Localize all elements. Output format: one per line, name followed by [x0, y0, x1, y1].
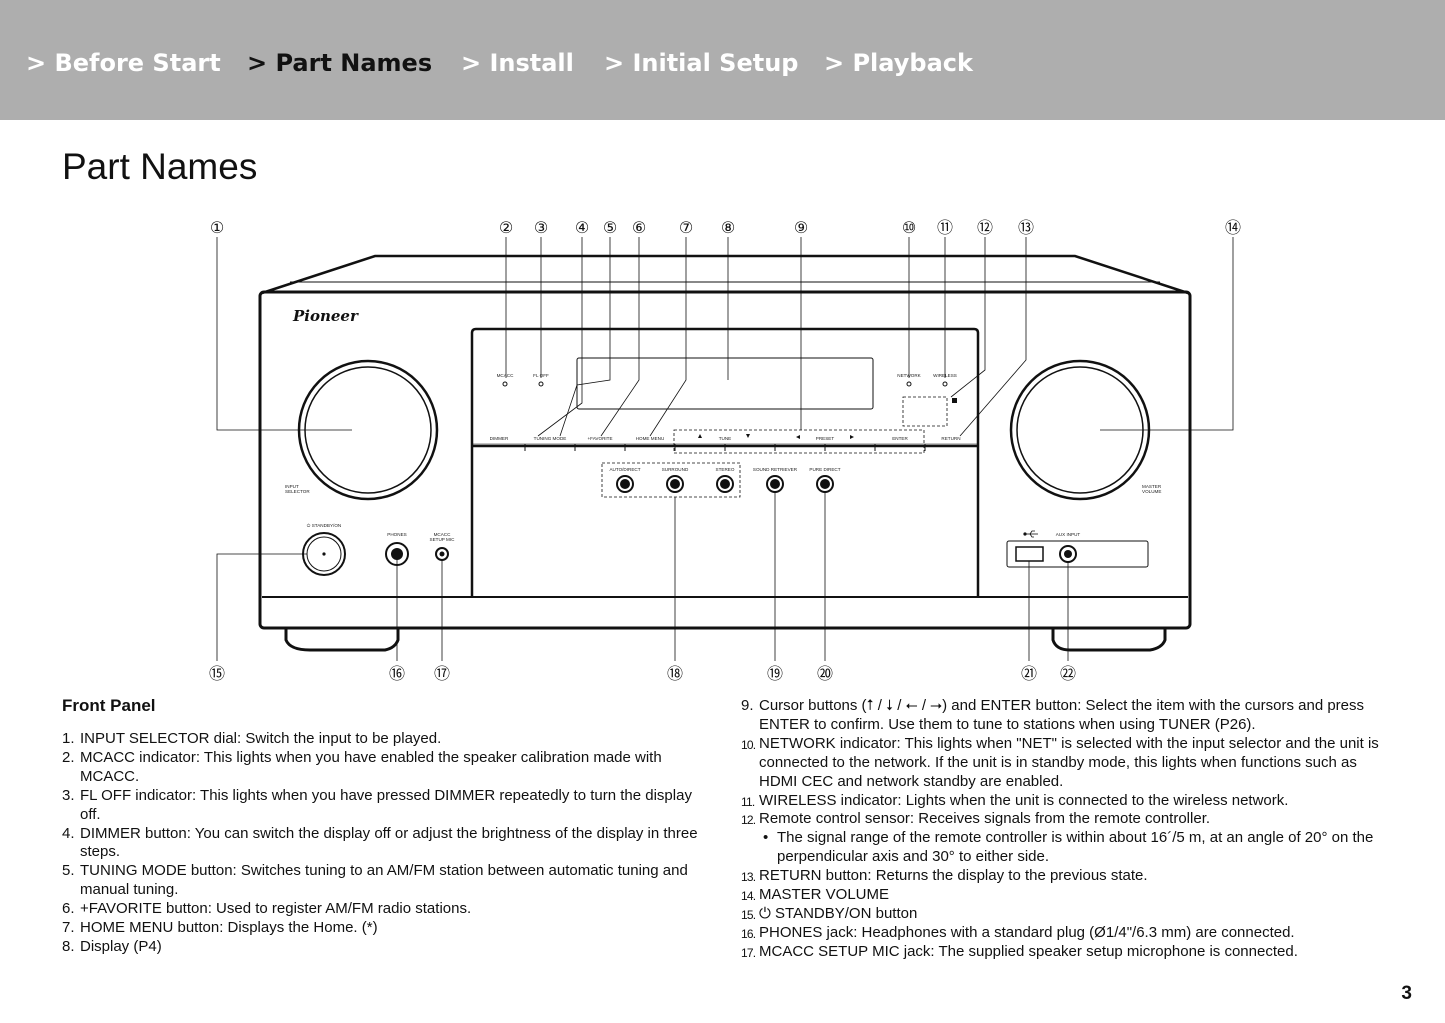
nav-install[interactable]: > Install — [461, 49, 574, 77]
label-sound-retriever: SOUND RETRIEVER — [753, 467, 798, 472]
callout-5: ⑤ — [603, 218, 617, 237]
label-input-selector-2: SELECTOR — [285, 489, 310, 494]
list-item: 14.MASTER VOLUME — [741, 886, 890, 904]
label-standby-on: ⏻ STANDBY/ON — [307, 523, 341, 528]
label-aux-input: AUX INPUT — [1056, 532, 1081, 537]
label-home-menu: HOME MENU — [636, 436, 665, 441]
callout-20: ⑳ — [817, 664, 833, 683]
front-panel-diagram: Pioneer ① ② ③ ④ ⑤ ⑥ ⑦ ⑧ ⑨ ⑩ ⑪ ⑫ ⑬ ⑭ ⑮ ⑯ … — [209, 218, 1241, 683]
list-item: 9.Cursor buttons (⭡ / ⭣ / ⭠ / ⭢) and ENT… — [741, 697, 1365, 733]
list-item: 5.TUNING MODE button: Switches tuning to… — [62, 862, 688, 899]
label-fl-off: FL OFF — [533, 373, 549, 378]
callout-16: ⑯ — [389, 664, 405, 683]
label-mcacc-mic-1: MCACC — [434, 532, 452, 537]
callout-21: ㉑ — [1021, 664, 1037, 683]
nav-before-start[interactable]: > Before Start — [26, 49, 221, 77]
callout-17: ⑰ — [434, 664, 450, 683]
list-item: 1.INPUT SELECTOR dial: Switch the input … — [62, 730, 442, 747]
label-mcacc: MCACC — [497, 373, 515, 378]
callout-19: ⑲ — [767, 664, 783, 683]
top-navigation-bar: > Before Start > Part Names > Install > … — [0, 0, 1445, 120]
label-phones: PHONES — [387, 532, 406, 537]
nav-playback[interactable]: > Playback — [824, 49, 973, 77]
label-enter: ENTER — [892, 436, 908, 441]
remote-range-note: The signal range of the remote controlle… — [759, 829, 1386, 867]
callout-15: ⑮ — [209, 664, 225, 683]
front-panel-list-left: 1.INPUT SELECTOR dial: Switch the input … — [62, 730, 702, 957]
label-mcacc-mic-2: SETUP MIC — [430, 537, 456, 542]
list-item: 17.MCACC SETUP MIC jack: The supplied sp… — [741, 942, 1298, 960]
list-item: 10.NETWORK indicator: This lights when "… — [741, 734, 1379, 790]
label-tuning-mode: TUNING MODE — [534, 436, 567, 441]
label-preset: PRESET — [816, 436, 835, 441]
callout-13: ⑬ — [1018, 218, 1034, 237]
callout-1: ① — [210, 218, 224, 237]
list-item: 3.FL OFF indicator: This lights when you… — [62, 786, 692, 823]
list-item: 7.HOME MENU button: Displays the Home. (… — [62, 919, 378, 937]
callout-3: ③ — [534, 218, 548, 237]
callout-22: ㉒ — [1060, 664, 1076, 683]
callout-11: ⑪ — [937, 218, 953, 237]
page-title: Part Names — [62, 146, 258, 187]
label-pure-direct: PURE DIRECT — [809, 467, 840, 472]
list-item: 6.+FAVORITE button: Used to register AM/… — [62, 900, 472, 918]
list-item: 8.Display (P4) — [62, 937, 162, 955]
label-return: RETURN — [941, 436, 960, 441]
section-heading-front-panel: Front Panel — [62, 696, 156, 715]
callout-9: ⑨ — [794, 218, 808, 237]
list-item: 4.DIMMER button: You can switch the disp… — [62, 824, 698, 861]
label-dimmer: DIMMER — [490, 436, 509, 441]
callout-8: ⑧ — [721, 218, 735, 237]
callout-2: ② — [499, 218, 513, 237]
brand-logo: Pioneer — [292, 307, 359, 325]
nav-initial-setup[interactable]: > Initial Setup — [604, 49, 799, 77]
front-panel-list-right: 9.Cursor buttons (⭡ / ⭣ / ⭠ / ⭢) and ENT… — [741, 697, 1386, 962]
label-surround: SURROUND — [662, 467, 689, 472]
cursor-arrow-icons — [698, 434, 854, 439]
label-stereo: STEREO — [716, 467, 735, 472]
label-master-volume-2: VOLUME — [1142, 489, 1161, 494]
label-favorite: +FAVORITE — [587, 436, 612, 441]
callout-12: ⑫ — [977, 218, 993, 237]
usb-icon — [1023, 530, 1038, 538]
list-item: 16.PHONES jack: Headphones with a standa… — [741, 923, 1295, 941]
label-input-selector-1: INPUT — [285, 484, 299, 489]
nav-part-names[interactable]: > Part Names — [247, 49, 433, 77]
label-auto-direct: AUTO/DIRECT — [609, 467, 640, 472]
callout-7: ⑦ — [679, 218, 693, 237]
list-item: 11.WIRELESS indicator: Lights when the u… — [741, 791, 1289, 809]
label-network: NETWORK — [897, 373, 921, 378]
list-item: 13.RETURN button: Returns the display to… — [741, 867, 1148, 885]
label-tune: TUNE — [719, 436, 732, 441]
callout-10: ⑩ — [902, 218, 916, 237]
list-item: 12.Remote control sensor: Receives signa… — [741, 810, 1386, 867]
page-number: 3 — [1401, 983, 1412, 1004]
label-wireless: WIRELESS — [933, 373, 957, 378]
list-item: 2.MCACC indicator: This lights when you … — [62, 748, 662, 785]
callout-14: ⑭ — [1225, 218, 1241, 237]
callout-4: ④ — [575, 218, 589, 237]
list-item: 15.⏻ STANDBY/ON button — [741, 904, 918, 922]
label-master-volume-1: MASTER — [1142, 484, 1162, 489]
callout-6: ⑥ — [632, 218, 646, 237]
callout-18: ⑱ — [667, 664, 683, 683]
